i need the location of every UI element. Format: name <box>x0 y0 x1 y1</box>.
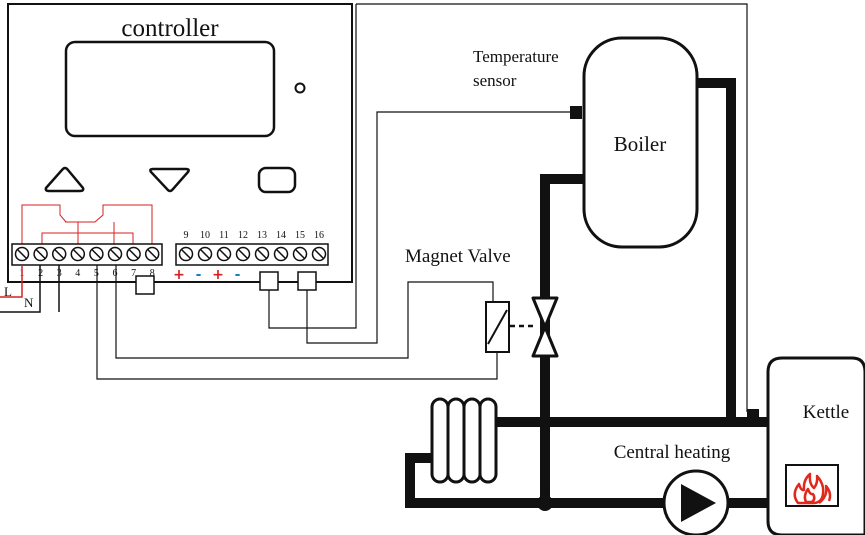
polarity-mark-1: + <box>173 267 185 283</box>
right-terminal-screw-slot-1 <box>180 248 192 260</box>
relay-wiring <box>21 204 153 244</box>
sensor-plug-13 <box>259 271 279 291</box>
controller-display <box>64 40 276 138</box>
right-terminal-screw-slot-7 <box>294 248 306 260</box>
pump-icon <box>662 469 730 535</box>
right-terminal-screw-slot-3 <box>218 248 230 260</box>
right-terminal-label-11: 11 <box>219 230 229 241</box>
flame-icon <box>793 472 832 505</box>
right-terminal-label-16: 16 <box>314 230 324 241</box>
right-terminal-label-15: 15 <box>295 230 305 241</box>
left-terminal-screw-slot-8 <box>147 248 158 260</box>
polarity-mark-3: + <box>212 267 224 283</box>
temperature-sensor-label-line2: sensor <box>473 71 517 90</box>
left-terminal-label-8: 8 <box>150 268 155 279</box>
left-terminal-screw-slot-3 <box>54 248 65 260</box>
boiler: Boiler <box>582 36 699 249</box>
left-terminal-label-7: 7 <box>131 268 136 279</box>
central-heating-label: Central heating <box>614 442 731 463</box>
terminal-8-plug <box>135 275 155 295</box>
left-terminal-screw-slot-5 <box>91 248 102 260</box>
controller-indicator-led <box>294 82 306 94</box>
polarity-mark-2: - <box>196 267 202 283</box>
left-terminal-screw-slot-1 <box>16 248 28 260</box>
pipe-junction <box>537 495 553 511</box>
radiator-coil-icon <box>430 397 498 484</box>
right-terminal-label-14: 14 <box>276 230 286 241</box>
sensor-plug-15 <box>297 271 317 291</box>
right-terminal-screw-slot-4 <box>237 248 249 260</box>
signal-wires <box>96 3 748 412</box>
left-terminal-screw-slot-6 <box>109 248 121 260</box>
live-wire-label: L <box>4 284 12 299</box>
solenoid-coil-icon <box>485 301 510 353</box>
right-terminal-label-9: 9 <box>184 230 189 241</box>
right-terminal-label-10: 10 <box>200 230 210 241</box>
kettle-sensor <box>747 409 759 421</box>
neutral-wire-label: N <box>24 295 34 310</box>
polarity-mark-4: - <box>235 267 241 283</box>
left-terminal-screw-slot-4 <box>72 248 83 260</box>
up-button-icon[interactable] <box>44 166 85 193</box>
enter-button-icon[interactable] <box>257 166 297 194</box>
magnet-valve-label: Magnet Valve <box>405 246 511 267</box>
right-terminal-screw-slot-6 <box>275 248 287 260</box>
left-terminal-label-4: 4 <box>75 268 80 279</box>
bowtie-valve-icon <box>531 296 559 358</box>
temperature-sensor-label-line1: Temperature <box>473 47 559 66</box>
right-terminal-screw-slot-2 <box>199 248 211 260</box>
left-terminal-screw-slot-7 <box>128 248 139 260</box>
controller-title: controller <box>121 15 219 42</box>
temperature-sensor <box>570 106 582 119</box>
pipes <box>405 78 768 508</box>
right-terminal-label-12: 12 <box>238 230 248 241</box>
mains-wires <box>0 265 60 313</box>
boiler-label: Boiler <box>614 132 667 156</box>
down-button-icon[interactable] <box>149 167 190 193</box>
right-terminal-screw-slot-8 <box>313 248 325 260</box>
pipe-return-to-boiler <box>540 174 584 503</box>
right-terminal-label-13: 13 <box>257 230 267 241</box>
right-terminal-screw-slot-5 <box>256 248 268 260</box>
kettle: Kettle <box>766 356 865 535</box>
pipe-flow-from-boiler <box>697 78 736 422</box>
kettle-label: Kettle <box>803 402 849 423</box>
left-terminal-label-6: 6 <box>113 268 118 279</box>
left-terminal-screw-slot-2 <box>35 248 46 260</box>
